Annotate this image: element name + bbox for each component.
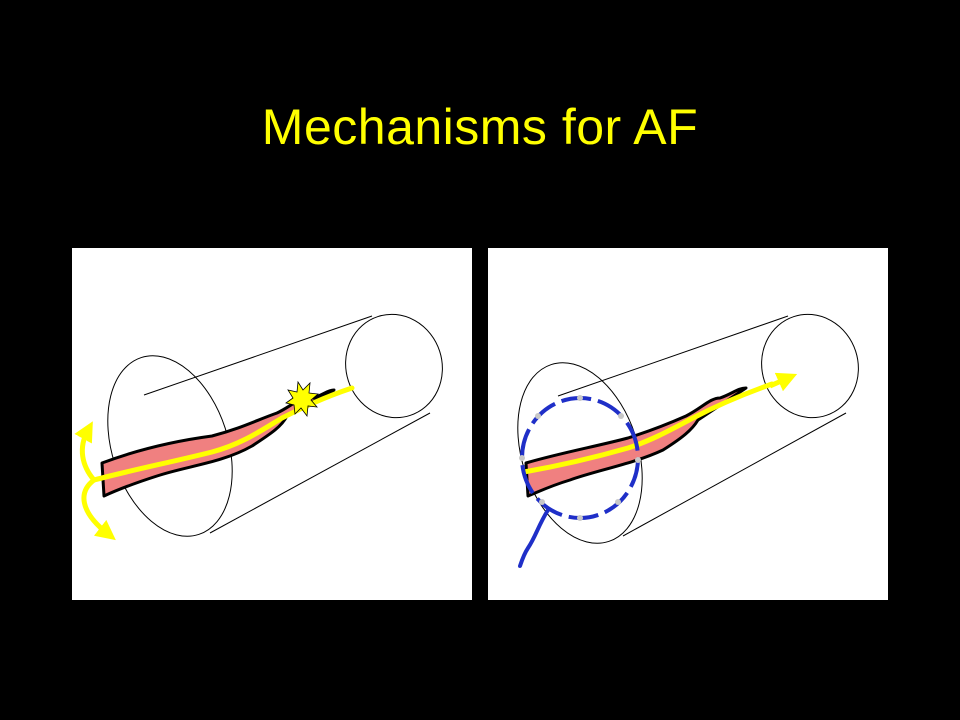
- vein-tube: [107, 313, 443, 537]
- catheter-shaft: [518, 508, 550, 568]
- vein-top-edge: [143, 315, 373, 396]
- vein-distal-ellipse: [345, 313, 443, 419]
- focal-spark-icon: [285, 380, 319, 418]
- vein-bottom-edge: [622, 412, 847, 537]
- right-diagram-panel: [488, 248, 888, 600]
- vein-bottom-edge: [209, 412, 431, 534]
- left-diagram-panel: [72, 248, 472, 600]
- muscle-sleeve: [100, 388, 336, 498]
- catheter-electrodes: [519, 395, 641, 521]
- vein-distal-ellipse: [761, 313, 859, 419]
- slide-title: Mechanisms for AF: [261, 99, 699, 155]
- catheter-mapping-diagram: [517, 313, 859, 568]
- wavefront-arrow-up: [74, 421, 97, 483]
- vein-top-edge: [557, 315, 789, 397]
- wavefront-arrowhead-icon: [768, 372, 798, 392]
- pulmonary-vein-focal-diagram: [74, 313, 443, 541]
- wavefront-path: [521, 381, 775, 475]
- wavefront-arrow-down: [81, 477, 116, 541]
